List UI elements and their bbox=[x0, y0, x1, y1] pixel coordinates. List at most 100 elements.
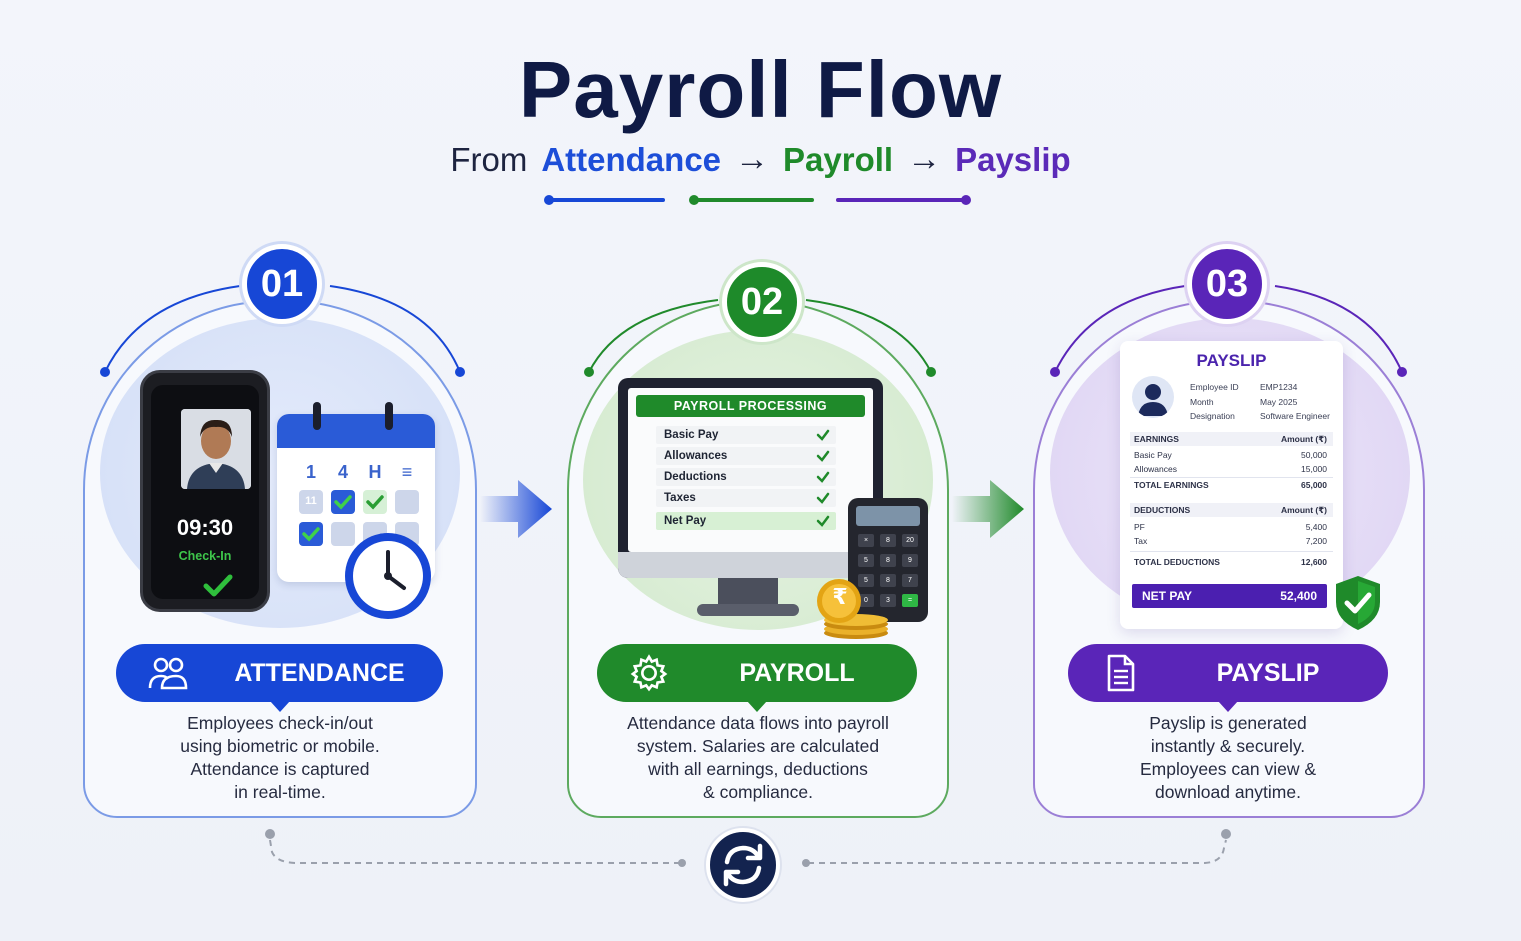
checkmark-icon bbox=[816, 471, 830, 483]
calendar-cell bbox=[395, 490, 419, 514]
checkin-time: 09:30 bbox=[176, 515, 234, 540]
amount-header: Amount (₹) bbox=[1280, 434, 1327, 444]
calculator-key: 20 bbox=[902, 534, 918, 547]
calculator-key: 9 bbox=[902, 554, 918, 567]
calendar-ring bbox=[385, 402, 393, 430]
arrow-right-icon bbox=[480, 480, 552, 538]
processing-row-label: Taxes bbox=[664, 492, 696, 504]
subtitle-prefix: From bbox=[450, 140, 528, 178]
calculator-display bbox=[856, 506, 920, 526]
earnings-row-label: Allowances bbox=[1134, 464, 1177, 474]
description-line: Attendance is captured bbox=[190, 759, 370, 779]
document-icon bbox=[1107, 654, 1135, 692]
description-line: & compliance. bbox=[703, 782, 813, 802]
total-deductions-value: 12,600 bbox=[1301, 557, 1327, 567]
calculator-key: 0 bbox=[858, 594, 874, 607]
earnings-header-label: EARNINGS bbox=[1134, 434, 1179, 444]
page-title: Payroll Flow bbox=[518, 45, 1003, 134]
employee-photo bbox=[181, 409, 251, 489]
phone-illustration: 09:30 Check-In bbox=[140, 370, 270, 612]
processing-row: Allowances bbox=[656, 447, 836, 465]
gear-icon bbox=[630, 654, 668, 692]
payslip-label-pill: PAYSLIP bbox=[1068, 644, 1388, 712]
description-line: in real-time. bbox=[234, 782, 326, 802]
calculator-key: 3 bbox=[880, 594, 896, 607]
rupee-symbol: ₹ bbox=[832, 584, 848, 609]
step-label: ATTENDANCE bbox=[234, 658, 405, 687]
page-subtitle: From Attendance → Payroll → Payslip bbox=[0, 140, 1521, 179]
checkin-status: Check-In bbox=[178, 549, 232, 563]
pill-notch bbox=[747, 701, 767, 712]
subtitle-arrow-1: → bbox=[735, 140, 770, 178]
monitor-stand bbox=[718, 578, 778, 608]
monitor-illustration: PAYROLL PROCESSING Basic Pay Allowances … bbox=[618, 378, 883, 578]
checkmark-icon bbox=[203, 574, 233, 597]
pill-notch bbox=[1218, 701, 1238, 712]
calculator-key: 7 bbox=[902, 574, 918, 587]
description-line: Attendance data flows into payroll bbox=[627, 713, 889, 733]
step-badge-01: 01 bbox=[242, 244, 322, 324]
subtitle-payslip: Payslip bbox=[955, 140, 1071, 178]
description-line: Employees check-in/out bbox=[187, 713, 373, 733]
net-pay-label: NET PAY bbox=[1142, 589, 1193, 603]
processing-row-label: Deductions bbox=[664, 471, 727, 483]
total-earnings-row: TOTAL EARNINGS 65,000 bbox=[1134, 480, 1327, 490]
description-line: instantly & securely. bbox=[1150, 736, 1306, 756]
description-line: system. Salaries are calculated bbox=[636, 736, 880, 756]
sync-badge bbox=[706, 828, 780, 902]
calendar-cell: 11 bbox=[299, 490, 323, 514]
total-earnings-value: 65,000 bbox=[1301, 480, 1327, 490]
calculator-key: 8 bbox=[880, 574, 896, 587]
processing-title: PAYROLL PROCESSING bbox=[636, 395, 865, 417]
subtitle-attendance: Attendance bbox=[541, 140, 722, 178]
subtitle-payroll: Payroll bbox=[783, 140, 894, 178]
checkmark-icon bbox=[366, 495, 384, 510]
calendar-cell-checked bbox=[363, 490, 387, 514]
step-badge-02: 02 bbox=[722, 262, 802, 342]
total-earnings-label: TOTAL EARNINGS bbox=[1134, 480, 1209, 490]
divider bbox=[1130, 551, 1333, 552]
calendar-cell-label: 11 bbox=[305, 495, 317, 507]
calculator-illustration: × 8 20 5 8 9 5 8 7 0 3 = bbox=[848, 498, 928, 622]
calendar-cell-checked bbox=[299, 522, 323, 546]
deductions-row-label: Tax bbox=[1134, 536, 1148, 546]
rupee-coin-icon bbox=[817, 579, 888, 639]
deductions-row-value: 7,200 bbox=[1305, 536, 1327, 546]
earnings-row-label: Basic Pay bbox=[1134, 450, 1172, 460]
checkmark-icon bbox=[334, 495, 352, 510]
processing-row-net-pay: Net Pay bbox=[656, 512, 836, 530]
step-label: PAYROLL bbox=[739, 658, 855, 687]
earnings-row: Allowances 15,000 bbox=[1134, 464, 1327, 474]
processing-row-label: Allowances bbox=[664, 450, 728, 462]
arrow-right-icon bbox=[952, 480, 1024, 538]
checkmark-icon bbox=[816, 492, 830, 504]
calculator-key-equals: = bbox=[902, 594, 918, 607]
processing-row-label: Basic Pay bbox=[664, 429, 719, 441]
phone-screen: 09:30 Check-In bbox=[151, 385, 259, 599]
shield-check-icon bbox=[1336, 576, 1380, 630]
underline-dot-blue bbox=[544, 195, 554, 205]
net-pay-value: 52,400 bbox=[1280, 589, 1317, 603]
description-line: Payslip is generated bbox=[1149, 713, 1307, 733]
payslip-description: Payslip is generated instantly & securel… bbox=[1058, 712, 1398, 804]
checkmark-icon bbox=[816, 515, 830, 527]
processing-row: Basic Pay bbox=[656, 426, 836, 444]
calculator-key: 8 bbox=[880, 534, 896, 547]
calculator-key: × bbox=[858, 534, 874, 547]
divider bbox=[1130, 477, 1333, 478]
processing-row: Deductions bbox=[656, 468, 836, 486]
deductions-row-value: 5,400 bbox=[1305, 522, 1327, 532]
processing-row-label: Net Pay bbox=[664, 515, 707, 527]
attendance-description: Employees check-in/out using biometric o… bbox=[110, 712, 450, 804]
total-deductions-label: TOTAL DEDUCTIONS bbox=[1134, 557, 1220, 567]
checkmark-icon bbox=[816, 429, 830, 441]
calendar-digit: ≡ bbox=[401, 462, 413, 482]
checkmark-icon bbox=[302, 527, 320, 542]
calendar-digit: H bbox=[368, 462, 382, 482]
earnings-row-value: 15,000 bbox=[1301, 464, 1327, 474]
calculator-key: 5 bbox=[858, 574, 874, 587]
description-line: with all earnings, deductions bbox=[648, 759, 868, 779]
